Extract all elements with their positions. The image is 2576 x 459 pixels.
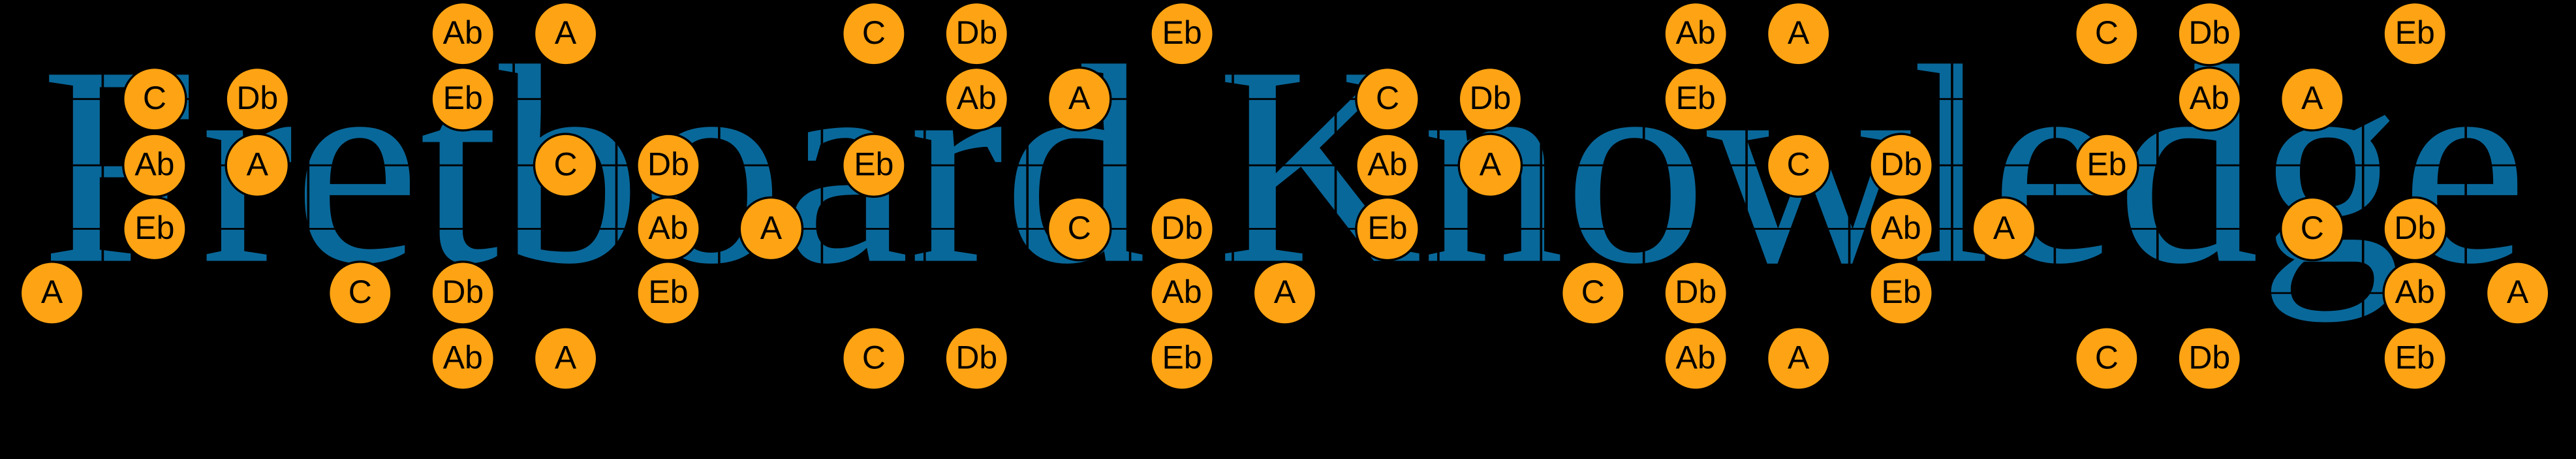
svg-text:A: A	[1788, 14, 1810, 51]
svg-text:Db: Db	[647, 146, 689, 183]
svg-text:Eb: Eb	[648, 274, 688, 310]
svg-text:C: C	[862, 14, 886, 51]
svg-text:Ab: Ab	[443, 14, 483, 51]
svg-text:Db: Db	[2394, 210, 2436, 246]
svg-text:C: C	[2095, 14, 2118, 51]
svg-text:A: A	[1788, 339, 1810, 375]
svg-text:C: C	[349, 274, 372, 310]
svg-text:C: C	[1581, 274, 1605, 310]
svg-text:Ab: Ab	[2395, 274, 2435, 310]
svg-text:Ab: Ab	[443, 339, 483, 375]
svg-text:A: A	[1993, 210, 2015, 246]
svg-text:C: C	[862, 339, 886, 375]
svg-text:Eb: Eb	[1676, 80, 1716, 116]
svg-text:C: C	[1787, 146, 1810, 183]
svg-text:Ab: Ab	[2190, 80, 2229, 116]
svg-text:A: A	[555, 14, 577, 51]
svg-text:Eb: Eb	[854, 146, 893, 183]
svg-text:Eb: Eb	[2087, 146, 2126, 183]
svg-text:A: A	[1068, 80, 1091, 116]
svg-text:Ab: Ab	[134, 146, 174, 183]
svg-text:Db: Db	[442, 274, 484, 310]
svg-text:C: C	[2301, 210, 2324, 246]
svg-text:A: A	[247, 146, 269, 183]
svg-text:Eb: Eb	[2395, 14, 2435, 51]
svg-text:Db: Db	[955, 339, 997, 375]
svg-text:Db: Db	[1880, 146, 1922, 183]
svg-text:Ab: Ab	[1162, 274, 1202, 310]
svg-text:Db: Db	[955, 14, 997, 51]
svg-text:C: C	[143, 80, 166, 116]
svg-text:Db: Db	[2188, 14, 2230, 51]
svg-text:A: A	[760, 210, 783, 246]
svg-text:Eb: Eb	[2395, 339, 2435, 375]
svg-text:Eb: Eb	[443, 80, 483, 116]
svg-text:C: C	[1376, 80, 1399, 116]
svg-text:C: C	[554, 146, 578, 183]
svg-text:Eb: Eb	[134, 210, 174, 246]
svg-text:Db: Db	[1469, 80, 1511, 116]
svg-text:Ab: Ab	[957, 80, 997, 116]
svg-text:Ab: Ab	[1676, 339, 1716, 375]
svg-text:Db: Db	[1675, 274, 1716, 310]
svg-text:Db: Db	[236, 80, 278, 116]
svg-text:C: C	[1068, 210, 1091, 246]
svg-text:Ab: Ab	[1676, 14, 1716, 51]
svg-text:C: C	[2095, 339, 2118, 375]
svg-text:Ab: Ab	[648, 210, 688, 246]
svg-text:Eb: Eb	[1882, 274, 1921, 310]
svg-text:Eb: Eb	[1162, 339, 1202, 375]
svg-text:A: A	[41, 274, 63, 310]
svg-text:Ab: Ab	[1367, 146, 1407, 183]
svg-text:Eb: Eb	[1162, 14, 1202, 51]
svg-text:A: A	[2301, 80, 2323, 116]
svg-text:A: A	[1480, 146, 1502, 183]
svg-text:Db: Db	[1161, 210, 1203, 246]
svg-text:A: A	[2507, 274, 2529, 310]
svg-text:Ab: Ab	[1882, 210, 1921, 246]
svg-text:A: A	[555, 339, 577, 375]
svg-text:Db: Db	[2188, 339, 2230, 375]
svg-text:A: A	[1274, 274, 1296, 310]
svg-text:Eb: Eb	[1367, 210, 1407, 246]
